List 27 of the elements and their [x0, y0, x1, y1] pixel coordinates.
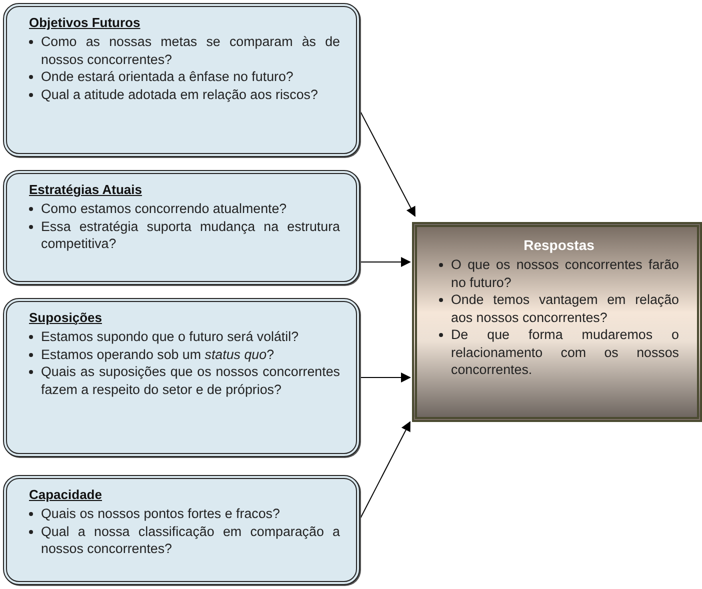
bullet-text: Como estamos concorrendo atualmente?: [29, 200, 340, 218]
bullet-text: Essa estratégia suporta mudança na estrutura competitiva?: [29, 218, 340, 252]
box-heading: Estratégias Atuais: [29, 182, 143, 197]
bullet-text: Quais os nossos pontos fortes e fracos?: [29, 505, 340, 522]
arrow: [360, 110, 416, 217]
box-heading: Capacidade: [29, 487, 103, 502]
bullet-text: O que os nossos concorrentes farão no futuro?: [439, 256, 679, 291]
bullet-text: De que forma mudaremos o relacionamento com os nossos concorrentes.: [439, 326, 679, 378]
box-heading: Suposições: [29, 310, 103, 325]
bullet-text: Onde temos vantagem em relação aos nossos concorrentes?: [439, 291, 679, 326]
answer-box: [412, 222, 702, 422]
bullet-text: Como as nossas metas se comparam às de nossos concorrentes?: [29, 33, 340, 68]
bullet-text: Qual a atitude adotada em relação aos riscos?: [29, 86, 340, 103]
question-box: [3, 170, 360, 285]
box-heading: Respostas: [522, 237, 596, 253]
question-box: [3, 298, 360, 457]
arrow: [360, 372, 411, 382]
box-heading: Objetivos Futuros: [29, 15, 142, 30]
question-box: [3, 3, 360, 157]
bullet-text: Onde estará orientada a ênfase no futuro?: [29, 68, 340, 86]
bullet-text: Estamos operando sob um status quo?: [29, 346, 340, 363]
bullet-text: Estamos supondo que o futuro será volátil?: [29, 328, 340, 346]
arrow: [360, 257, 411, 267]
bullet-text: Qual a nossa classificação em comparação a nossos concorrentes?: [29, 522, 340, 558]
bullet-text: Quais as suposições que os nossos concorrentes fazem a respeito do setor e de próprios?: [29, 363, 340, 398]
arrow: [360, 421, 410, 520]
question-box: [3, 475, 360, 585]
